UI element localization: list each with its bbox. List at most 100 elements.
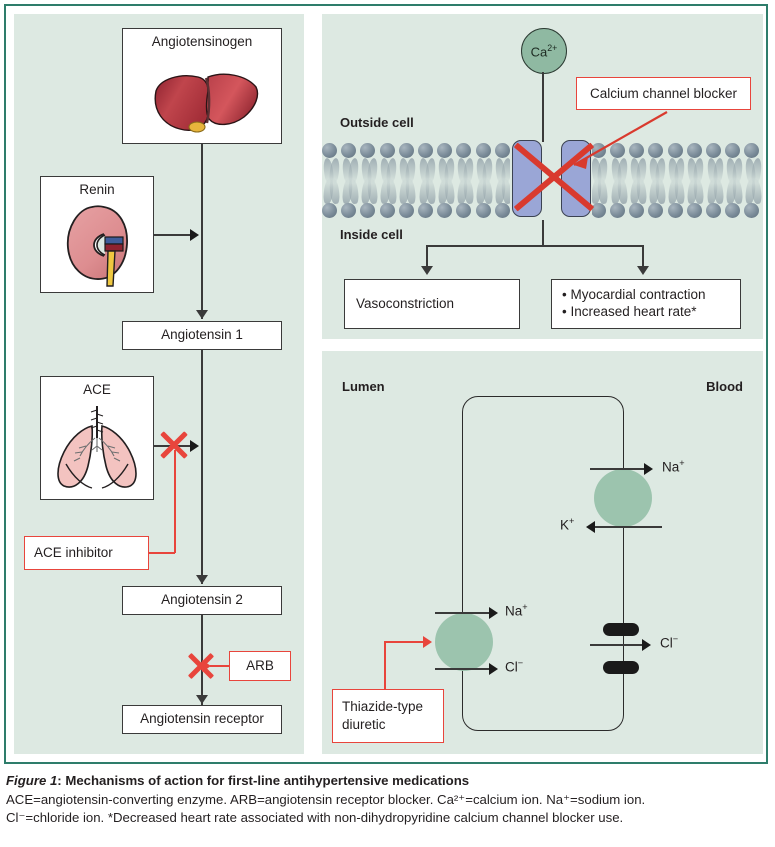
lipid-head	[398, 203, 414, 218]
calcium-channel-panel: Ca2+ Outside cell Inside cell Calcium ch…	[322, 14, 763, 339]
nephron-panel: Lumen Blood Na+ K+ Cl− Na+	[322, 351, 763, 754]
lipid-head	[590, 203, 606, 218]
lipid-head	[322, 143, 337, 158]
annotation-thiazide-diuretic: Thiazide-type diuretic	[332, 689, 444, 743]
x-mark-ace	[157, 428, 191, 462]
calcium-ion-label: Ca2+	[530, 42, 558, 60]
lipid-head	[494, 203, 510, 218]
k-basal-label: K+	[560, 516, 575, 533]
lipid-head	[686, 203, 702, 218]
caption-title-text: : Mechanisms of action for first-line an…	[57, 773, 470, 788]
downstream-stem	[542, 220, 544, 246]
arrowhead-ace	[190, 440, 199, 452]
lipid-head	[610, 203, 625, 218]
na-basal-label: Na+	[662, 458, 685, 475]
box-vasoconstriction: Vasoconstriction	[344, 279, 520, 329]
box-angiotensin-1: Angiotensin 1	[122, 321, 282, 350]
cl-apical-label: Cl−	[505, 658, 524, 675]
figure-caption: Figure 1: Mechanisms of action for first…	[6, 772, 768, 828]
connector-angiotensinogen-to-a1	[201, 144, 203, 319]
lipid-head	[706, 203, 721, 218]
arrowhead-cl-basal	[642, 639, 651, 651]
connector-renin-to-spine	[154, 234, 196, 236]
calcium-entry-line	[542, 72, 544, 144]
box-renin-label: Renin	[79, 182, 115, 197]
downstream-left-arm	[426, 245, 428, 268]
arrowhead-na-basal	[644, 463, 653, 475]
annotation-ace-inhibitor-label: ACE inhibitor	[34, 545, 113, 561]
lipid-head	[475, 203, 491, 218]
cl-basal-line	[590, 644, 648, 646]
annotation-ccb-label: Calcium channel blocker	[589, 85, 738, 101]
calcium-ion: Ca2+	[521, 28, 567, 74]
tubular-cell-outline	[462, 396, 624, 731]
lipid-head	[456, 203, 472, 218]
cl-apical-line	[435, 668, 495, 670]
caption-line-3: Cl⁻=chloride ion. *Decreased heart rate …	[6, 810, 624, 826]
lipid-head	[418, 203, 433, 218]
ace-inhibitor-leader-v	[174, 450, 176, 553]
x-mark-arb	[185, 650, 217, 682]
lipid-head	[648, 143, 664, 158]
arrowhead-cardiac-effects	[637, 266, 649, 275]
ace-inhibitor-leader-h	[149, 552, 175, 554]
arrowhead-k-basal	[586, 521, 595, 533]
lipid-head	[456, 143, 472, 158]
caption-figure-number: Figure 1	[6, 773, 58, 788]
arrowhead-thiazide	[423, 636, 432, 648]
annotation-calcium-channel-blocker: Calcium channel blocker	[576, 77, 751, 110]
arrowhead-arb	[202, 660, 211, 672]
lipid-head	[437, 143, 453, 158]
cardiac-effect-item-1: • Myocardial contraction	[562, 287, 706, 303]
chloride-channel-bar-bottom	[603, 661, 639, 674]
arrowhead-to-angiotensin-receptor	[196, 695, 208, 704]
annotation-arb: ARB	[229, 651, 291, 681]
lipid-head	[341, 203, 357, 218]
lipid-head	[667, 203, 683, 218]
lipid-head	[610, 143, 625, 158]
arrowhead-to-angiotensin-1	[196, 310, 208, 319]
na-basal-line	[590, 468, 650, 470]
lipid-head	[494, 143, 510, 158]
arrowhead-na-apical	[489, 607, 498, 619]
lipid-head	[667, 143, 683, 158]
downstream-branch	[426, 245, 643, 247]
arrowhead-to-angiotensin-2	[196, 575, 208, 584]
thiazide-leader-v	[384, 641, 386, 690]
na-apical-label: Na+	[505, 602, 528, 619]
blood-label: Blood	[706, 379, 743, 394]
raas-panel: Angiotensinogen Renin	[14, 14, 304, 754]
kidney-illustration	[66, 205, 128, 287]
lipid-head	[379, 143, 395, 158]
lipid-head	[706, 143, 721, 158]
lipid-head	[322, 203, 337, 218]
lipid-head	[629, 203, 645, 218]
box-vasoconstriction-label: Vasoconstriction	[356, 295, 455, 311]
cardiac-effect-item-2: • Increased heart rate*	[562, 304, 697, 319]
lipid-head	[475, 143, 491, 158]
annotation-arb-label: ARB	[246, 658, 274, 674]
connector-a1-to-a2	[201, 350, 203, 584]
box-angiotensin-receptor: Angiotensin receptor	[122, 705, 282, 734]
lipid-head	[379, 203, 395, 218]
box-angiotensin-2: Angiotensin 2	[122, 586, 282, 615]
ccb-leader-line	[573, 111, 668, 169]
lipid-head	[418, 143, 433, 158]
lipid-head	[648, 203, 664, 218]
sodium-chloride-cotransporter	[435, 613, 493, 671]
lipid-head	[437, 203, 453, 218]
box-ace-label: ACE	[83, 382, 111, 397]
k-basal-line	[594, 526, 662, 528]
lipid-head	[360, 203, 376, 218]
arrowhead-cl-apical	[489, 663, 498, 675]
lipid-head	[725, 203, 741, 218]
lipid-head	[725, 143, 741, 158]
box-cardiac-effects: • Myocardial contraction • Increased hea…	[551, 279, 741, 329]
lipid-head	[744, 203, 760, 218]
downstream-right-arm	[642, 245, 644, 268]
lipid-head	[341, 143, 357, 158]
annotation-ace-inhibitor: ACE inhibitor	[24, 536, 149, 570]
cl-basal-label: Cl−	[660, 634, 679, 651]
lungs-illustration	[57, 406, 137, 489]
box-angiotensin-1-label: Angiotensin 1	[161, 327, 243, 343]
